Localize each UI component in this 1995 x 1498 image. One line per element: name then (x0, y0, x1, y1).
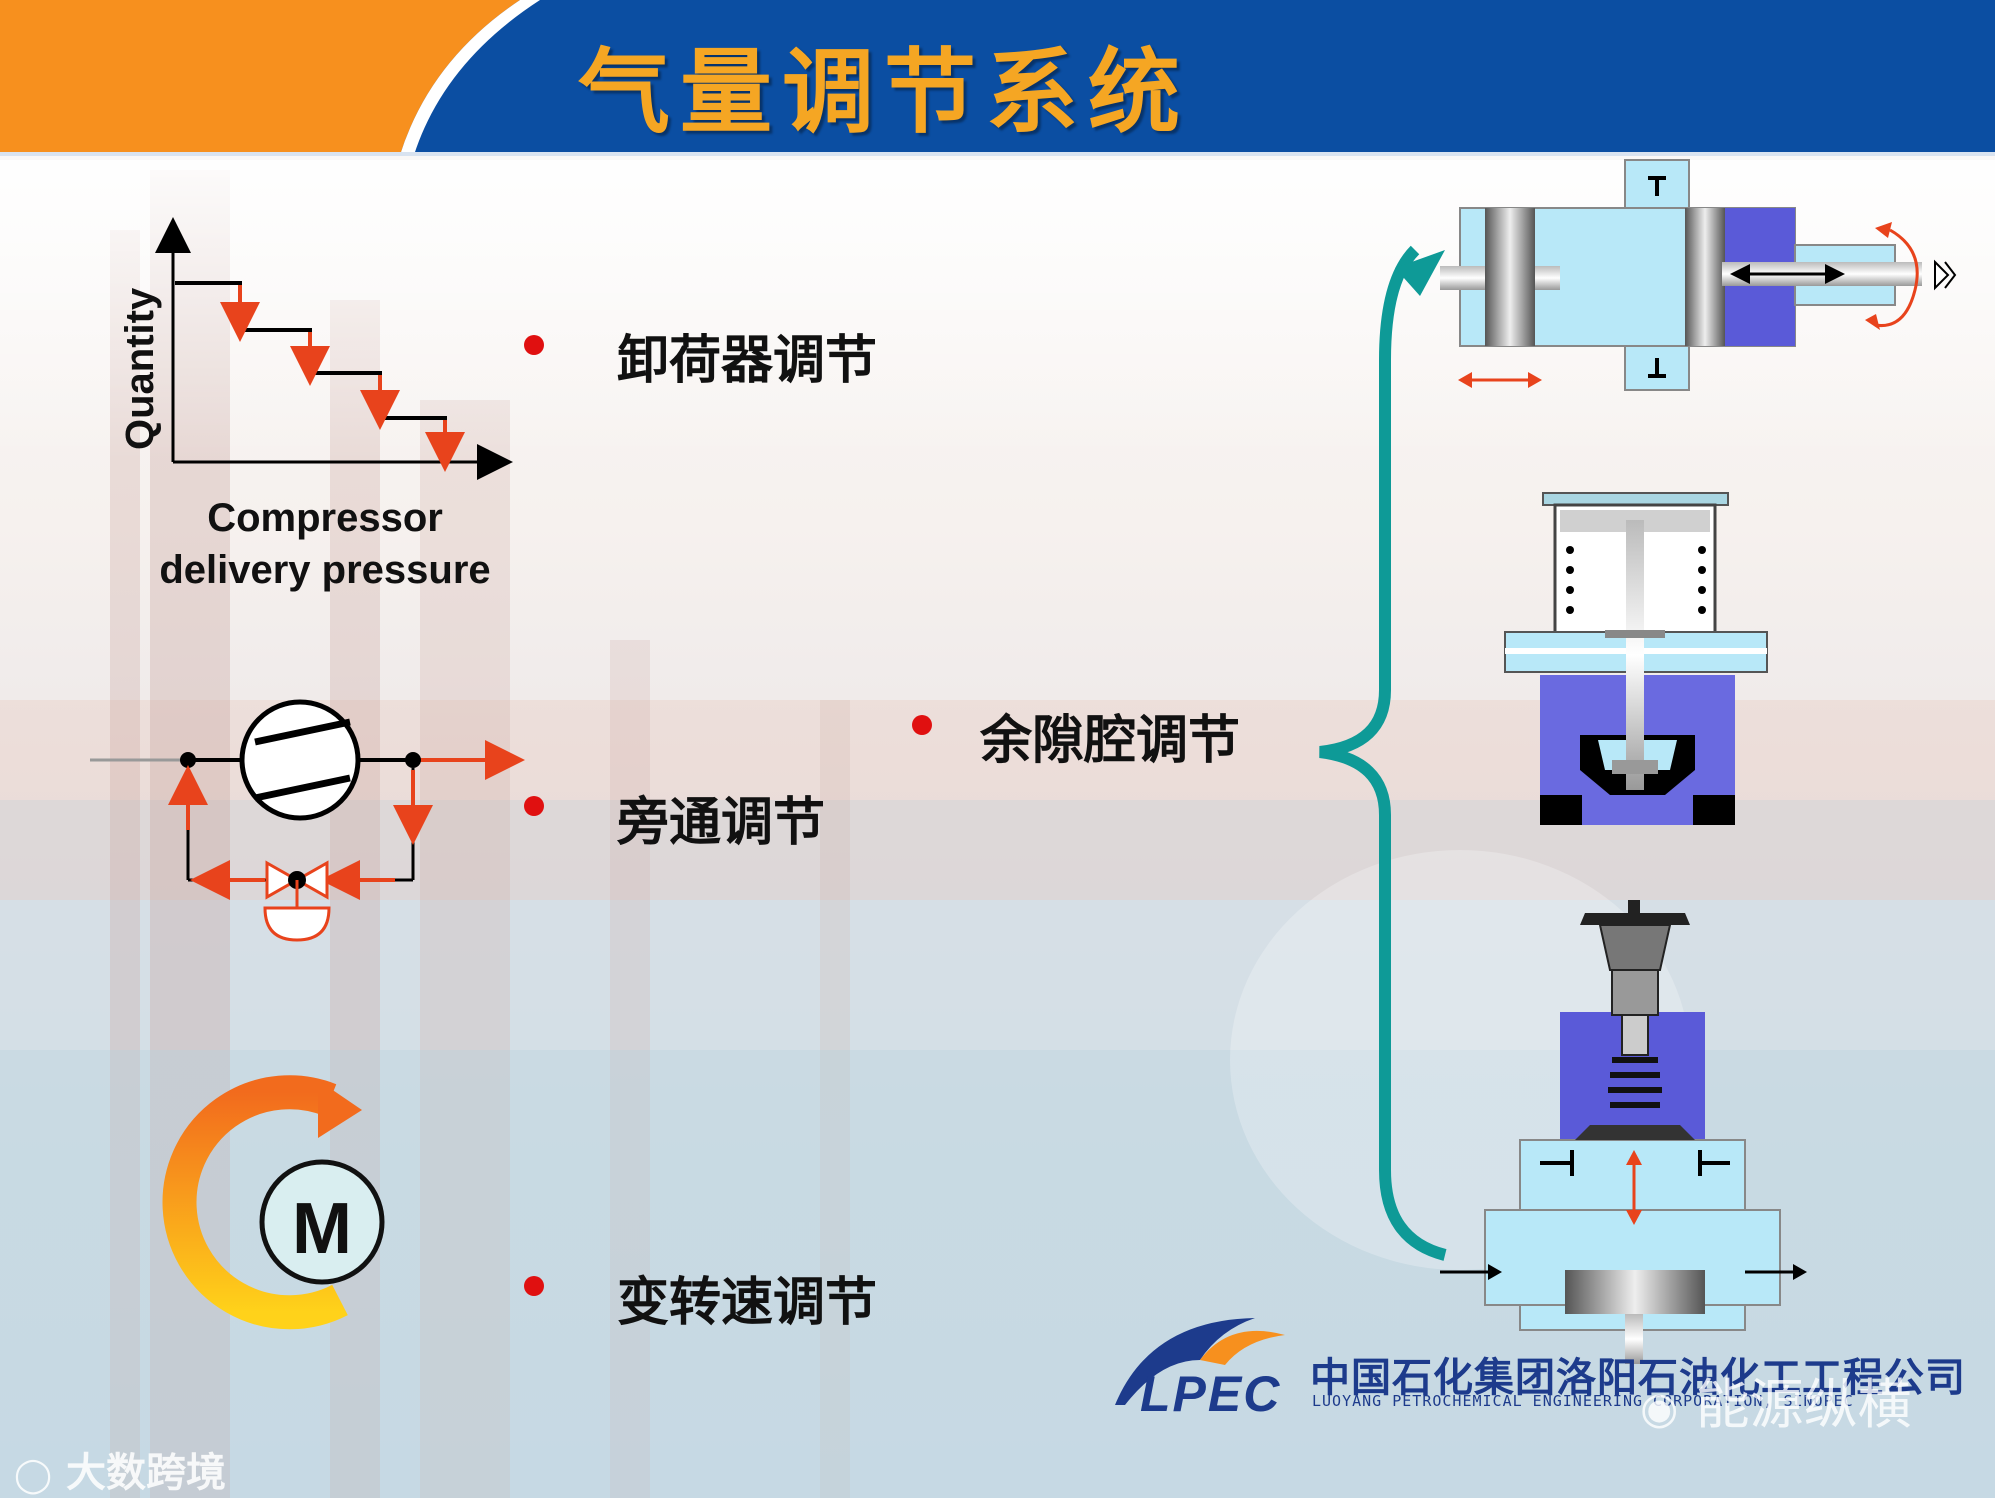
method-label-unloader: 卸荷器调节 (617, 331, 878, 391)
motor-symbol: M (292, 1189, 352, 1269)
method-label-speed: 变转速调节 (617, 1273, 878, 1333)
bullet (524, 1276, 544, 1296)
watermark-right: ◉ 能源纵横 (1640, 1360, 1912, 1439)
watermark-left-text: 大数跨境 (66, 1450, 226, 1496)
bullet (524, 796, 544, 816)
logo-name-cn: 中国石化集团洛阳石油化工工程公司 (1310, 1355, 1966, 1401)
rotation-arrow-icon (318, 1080, 362, 1138)
page-title: 气量调节系统 (578, 38, 1191, 146)
motor-icon (259, 1159, 385, 1285)
watermark-right-text: 能源纵横 (1695, 1373, 1912, 1436)
header-band (0, 0, 1995, 156)
logo-abbr: LPEC (1140, 1366, 1282, 1422)
step-chart-xlabel: Compressor delivery pressure (130, 492, 520, 596)
watermark-left: ◯ 大数跨境 (14, 1440, 226, 1498)
method-label-bypass: 旁通调节 (617, 793, 826, 853)
xlabel-line2: delivery pressure (159, 548, 491, 592)
bullet (912, 715, 932, 735)
wechat-icon: ◉ (1640, 1383, 1679, 1434)
bullet (524, 335, 544, 355)
watermark-logo-icon: ◯ (14, 1455, 53, 1495)
clearance-label: 余隙腔调节 (980, 711, 1241, 771)
logo-name-en: LUOYANG PETROCHEMICAL ENGINEERING CORPOR… (1312, 1392, 1854, 1410)
xlabel-line1: Compressor (207, 496, 443, 540)
